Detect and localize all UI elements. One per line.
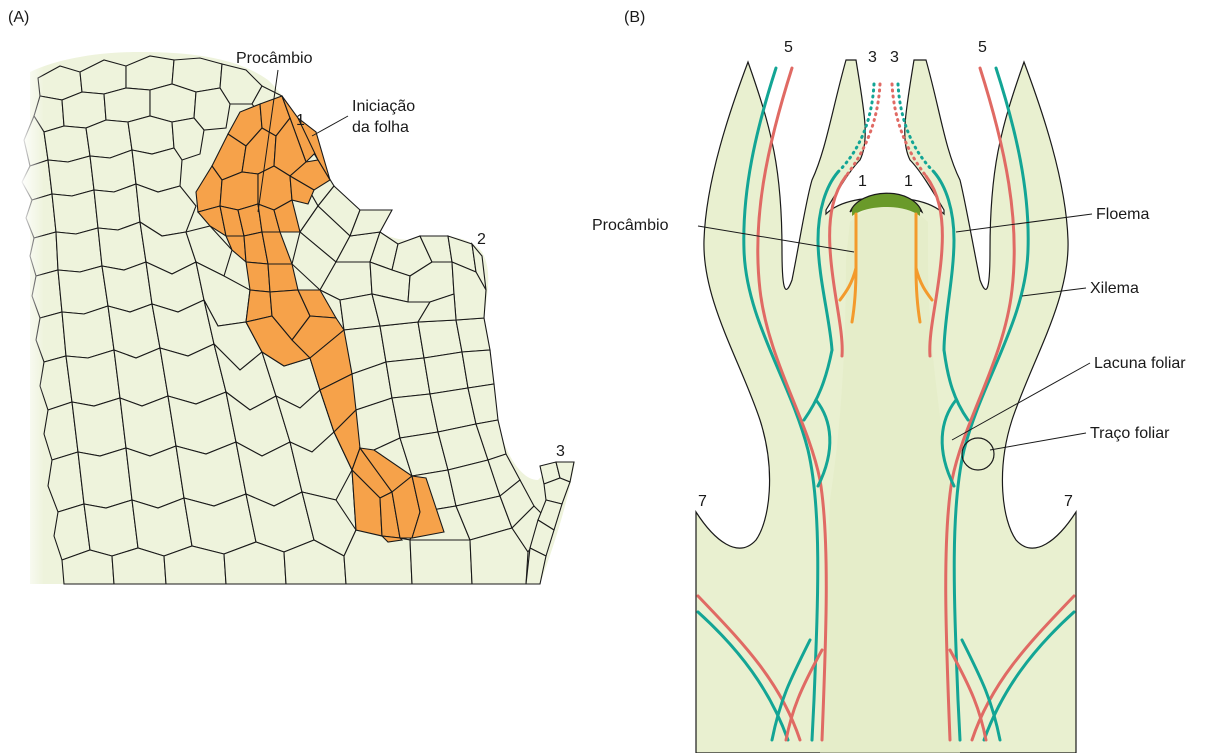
xilema-label: Xilema bbox=[1090, 280, 1139, 297]
primordium-2-label: 2 bbox=[477, 231, 486, 248]
iniciacao-leader bbox=[312, 116, 348, 136]
panel-b-tag: (B) bbox=[624, 9, 645, 26]
floema-label: Floema bbox=[1096, 206, 1149, 223]
iniciacao-label-line1: Iniciação bbox=[352, 98, 415, 115]
panel-a-edge-fade bbox=[20, 40, 220, 590]
lacuna-foliar-label: Lacuna foliar bbox=[1094, 355, 1186, 372]
primordium-3-label: 3 bbox=[556, 443, 565, 460]
procambio-label-b: Procâmbio bbox=[592, 217, 669, 234]
procambio-label-a: Procâmbio bbox=[236, 50, 313, 67]
leaf-3-right-label: 3 bbox=[890, 49, 899, 66]
panel-a-tag: (A) bbox=[8, 9, 29, 26]
panel-b: (B) bbox=[592, 9, 1186, 753]
traco-foliar-label: Traço foliar bbox=[1090, 425, 1170, 442]
panel-a: (A) bbox=[8, 9, 575, 590]
leaf-7-left-label: 7 bbox=[698, 493, 707, 510]
primordium-1-label: 1 bbox=[296, 112, 305, 129]
leaf-1-right-label: 1 bbox=[904, 173, 913, 190]
leaf-5-left-label: 5 bbox=[784, 39, 793, 56]
leaf-5-right-label: 5 bbox=[978, 39, 987, 56]
leaf-1-left-label: 1 bbox=[858, 173, 867, 190]
leaf-7-right-label: 7 bbox=[1064, 493, 1073, 510]
leaf-3-left-label: 3 bbox=[868, 49, 877, 66]
iniciacao-label-line2: da folha bbox=[352, 119, 409, 136]
